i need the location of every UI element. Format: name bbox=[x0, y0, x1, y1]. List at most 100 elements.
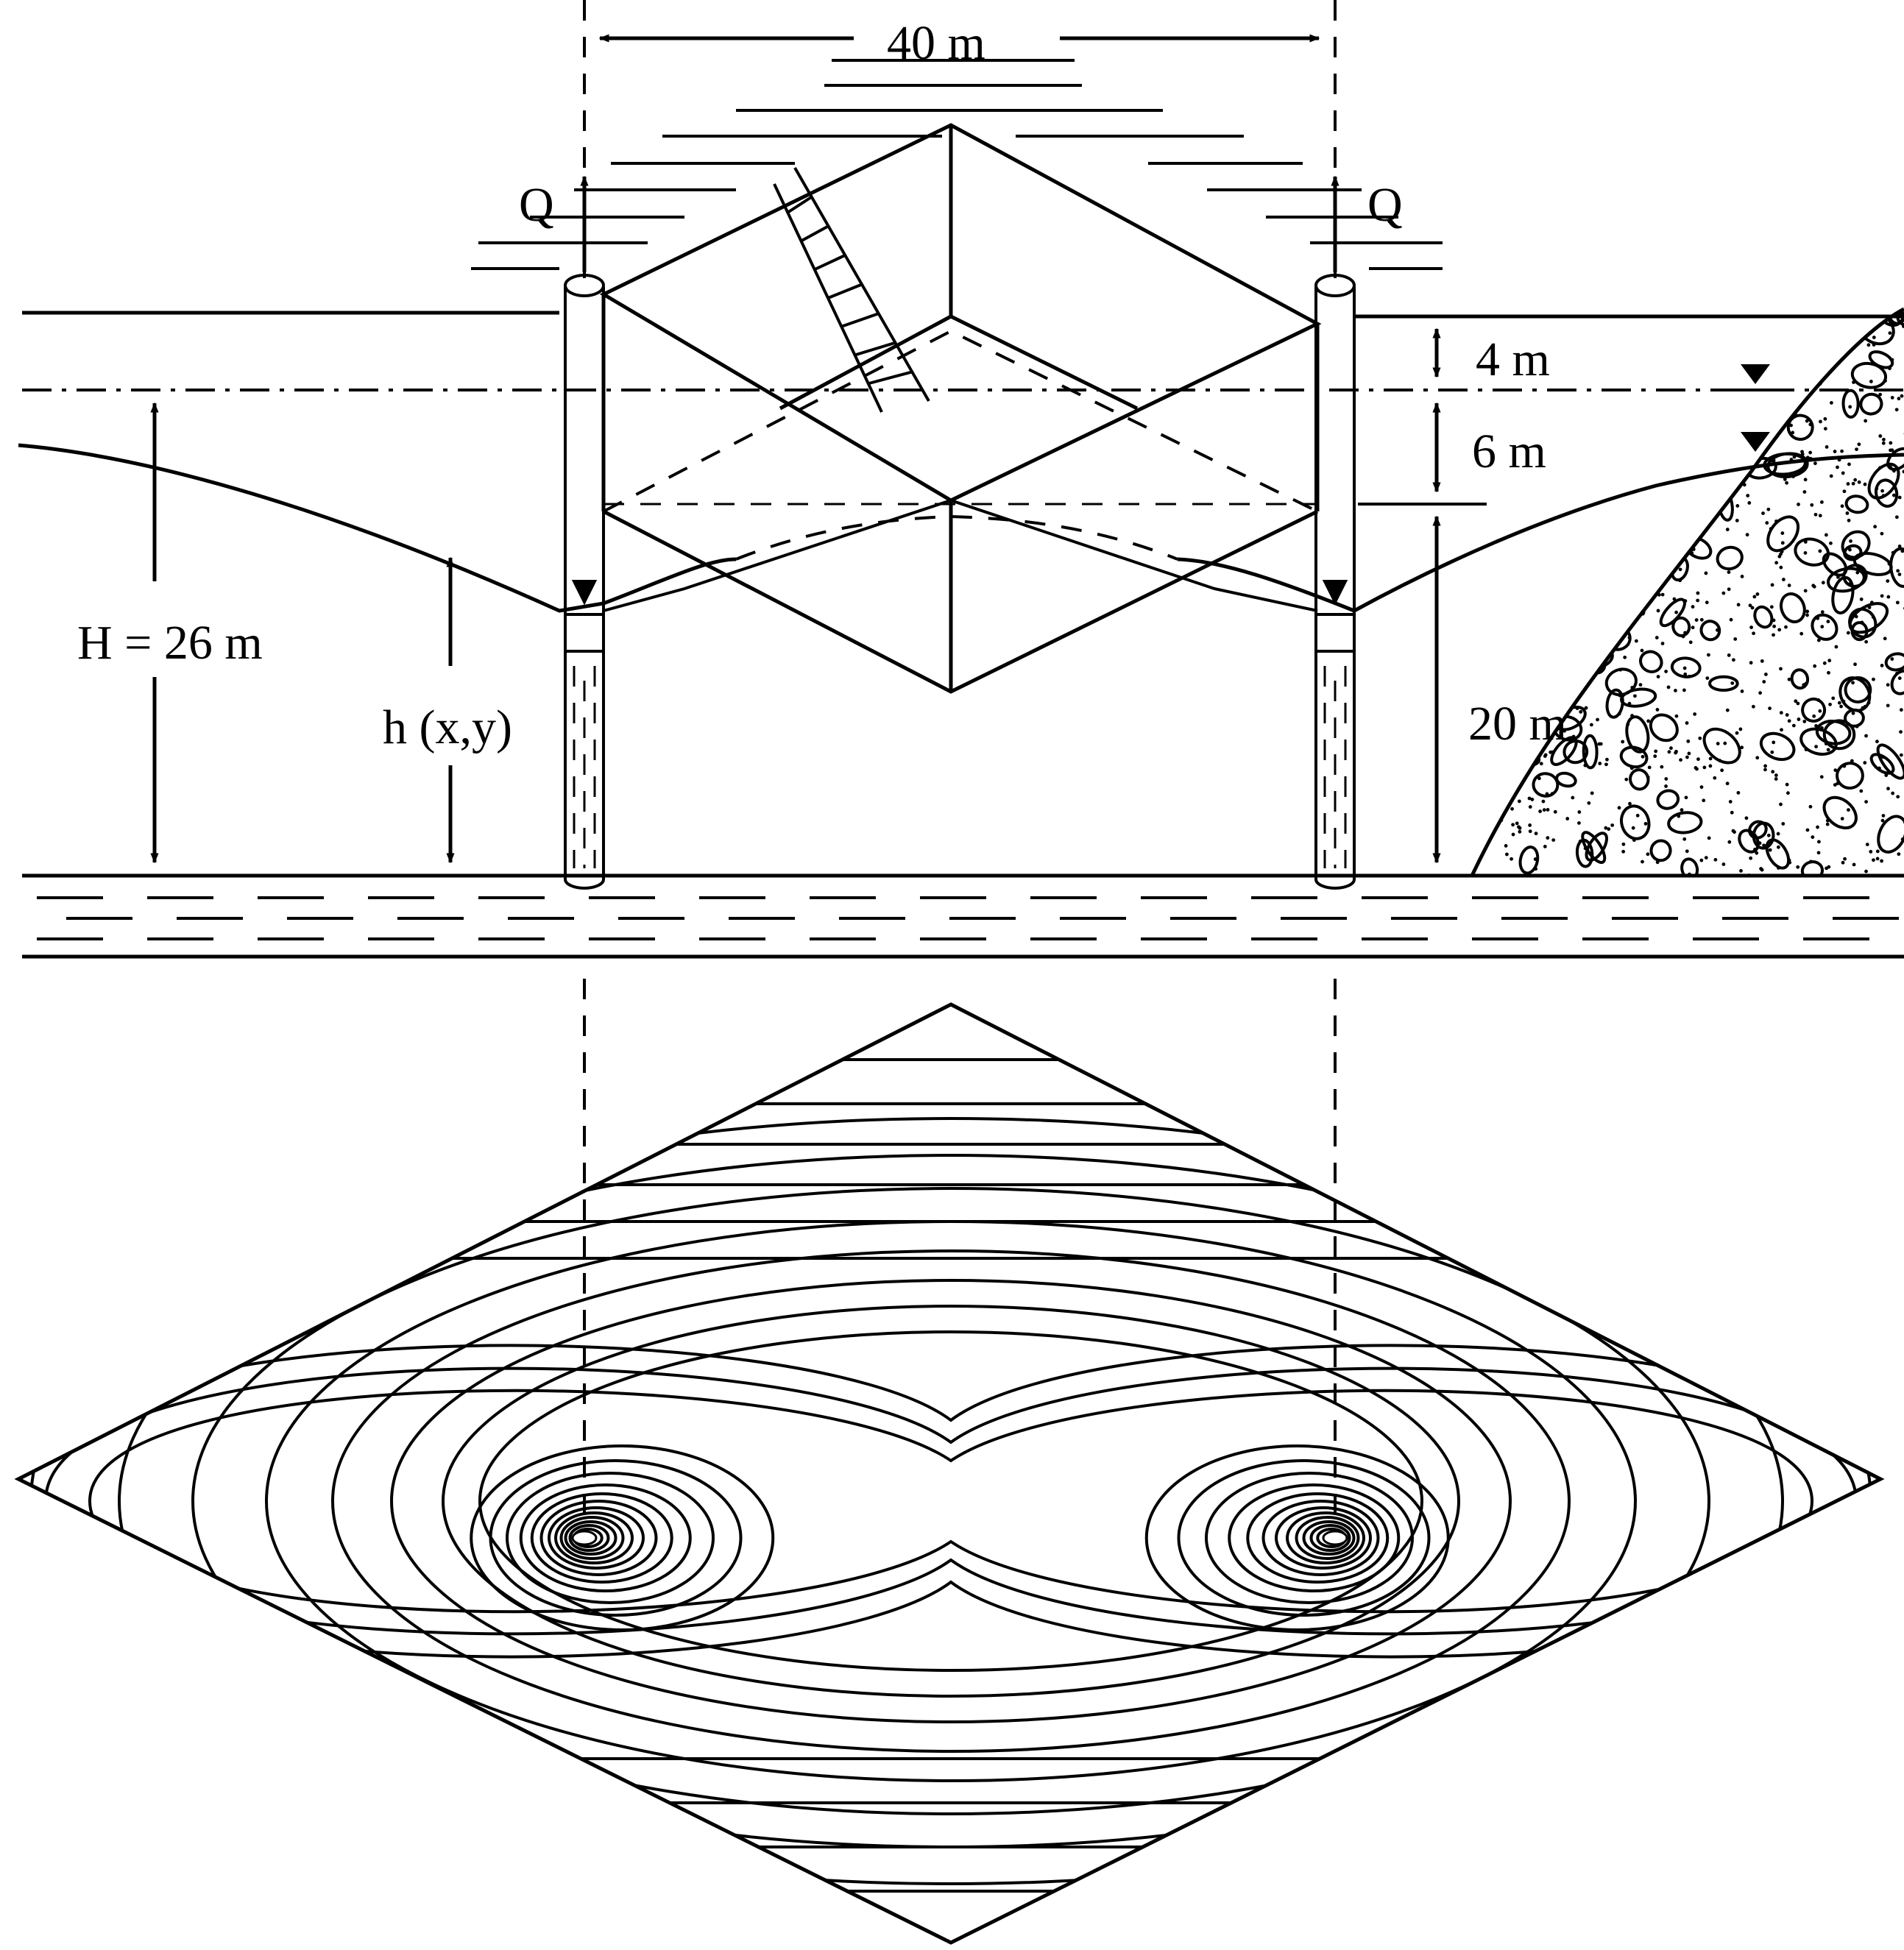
gravel-grain bbox=[1725, 708, 1730, 712]
gravel-grain bbox=[1529, 311, 1533, 314]
gravel-grain bbox=[1834, 645, 1838, 649]
gravel-grain bbox=[1513, 769, 1518, 773]
gravel-grain bbox=[1545, 792, 1549, 796]
gravel-grain bbox=[1724, 383, 1729, 388]
gravel-grain bbox=[1653, 754, 1657, 759]
gravel-grain bbox=[1476, 837, 1480, 842]
gravel-grain bbox=[1524, 400, 1529, 404]
gravel-grain bbox=[1795, 380, 1799, 384]
gravel-grain bbox=[1820, 625, 1825, 629]
depth-20m-label: 20 m bbox=[1468, 697, 1567, 751]
gravel-grain bbox=[1464, 780, 1468, 784]
gravel-grain bbox=[1878, 434, 1883, 438]
gravel-grain bbox=[1817, 840, 1821, 844]
gravel-grain bbox=[1677, 454, 1682, 458]
gravel-grain bbox=[1741, 391, 1746, 395]
gravel-grain bbox=[1819, 500, 1824, 504]
gravel-grain bbox=[1735, 445, 1739, 450]
gravel-grain bbox=[1655, 636, 1659, 639]
gravel-grain bbox=[1686, 739, 1691, 743]
gravel-grain bbox=[1646, 775, 1650, 779]
gravel-grain bbox=[1568, 564, 1573, 568]
ground-surface bbox=[22, 311, 1904, 319]
gravel-pebble bbox=[1790, 668, 1810, 690]
gravel-grain bbox=[1814, 724, 1818, 728]
gravel-grain bbox=[1799, 322, 1804, 326]
gravel-grain bbox=[1646, 852, 1650, 857]
gravel-grain bbox=[1646, 719, 1651, 723]
gravel-grain bbox=[1829, 400, 1833, 405]
gravel-grain bbox=[1547, 464, 1551, 469]
gravel-grain bbox=[1818, 709, 1822, 713]
gravel-grain bbox=[1589, 592, 1593, 596]
gravel-grain bbox=[1718, 759, 1722, 763]
gravel-grain bbox=[1704, 856, 1708, 860]
gravel-grain bbox=[1749, 661, 1753, 665]
gravel-grain bbox=[1678, 467, 1682, 472]
gravel-grain bbox=[1606, 598, 1610, 603]
gravel-grain bbox=[1468, 754, 1471, 758]
gravel-grain bbox=[1641, 859, 1644, 864]
gravel-grain bbox=[1565, 486, 1570, 490]
gravel-grain bbox=[1899, 753, 1903, 757]
gravel-grain bbox=[1598, 330, 1602, 335]
gravel-grain bbox=[1769, 428, 1774, 432]
gravel-grain bbox=[1744, 816, 1749, 820]
gravel-grain bbox=[1510, 806, 1514, 811]
gravel-grain bbox=[1702, 765, 1707, 770]
gravel-grain bbox=[1840, 449, 1844, 453]
gravel-grain bbox=[1617, 556, 1621, 560]
gravel-grain bbox=[1725, 528, 1730, 531]
gravel-grain bbox=[1546, 675, 1551, 678]
gravel-pebble bbox=[1668, 310, 1698, 341]
gravel-grain bbox=[1705, 375, 1709, 379]
gravel-grain bbox=[1533, 650, 1537, 653]
gravel-pebble bbox=[1896, 309, 1904, 327]
gravel-grain bbox=[1594, 466, 1599, 470]
gravel-grain bbox=[1547, 631, 1551, 635]
well-contour-ring bbox=[1302, 1520, 1356, 1556]
gravel-grain bbox=[1682, 666, 1687, 670]
gravel-pebble bbox=[1532, 772, 1560, 798]
gravel-grain bbox=[1805, 609, 1810, 614]
gravel-grain bbox=[1722, 346, 1727, 350]
gravel-grain bbox=[1808, 422, 1813, 427]
gravel-grain bbox=[1575, 706, 1579, 711]
gravel-grain bbox=[1689, 405, 1694, 410]
gravel-grain bbox=[1557, 326, 1561, 330]
gravel-pebble bbox=[1780, 369, 1806, 398]
gravel-grain bbox=[1760, 659, 1764, 663]
gravel-grain bbox=[1740, 689, 1744, 693]
gravel-grain bbox=[1678, 567, 1682, 572]
gravel-grain bbox=[1474, 580, 1479, 584]
gravel-grain bbox=[1714, 495, 1719, 499]
gravel-grain bbox=[1891, 791, 1895, 795]
gravel-grain bbox=[1766, 833, 1771, 837]
gravel-grain bbox=[1518, 829, 1522, 834]
width-dimension: 40 m bbox=[583, 0, 1337, 280]
gravel-grain bbox=[1721, 591, 1726, 595]
gravel-pebble bbox=[1779, 592, 1806, 624]
gravel-grain bbox=[1660, 592, 1665, 597]
gravel-grain bbox=[1778, 354, 1783, 358]
gravel-grain bbox=[1869, 849, 1873, 854]
gravel-grain bbox=[1803, 551, 1808, 555]
gravel-grain bbox=[1480, 416, 1484, 420]
gravel-grain bbox=[1772, 633, 1775, 637]
gravel-grain bbox=[1682, 460, 1686, 464]
gravel-grain bbox=[1631, 826, 1635, 830]
well-contour-ring bbox=[1144, 1444, 1450, 1631]
gravel-grain bbox=[1546, 836, 1550, 840]
gravel-grain bbox=[1802, 683, 1806, 687]
gravel-grain bbox=[1690, 551, 1694, 555]
gravel-grain bbox=[1800, 450, 1804, 454]
gravel-grain bbox=[1528, 829, 1532, 834]
gravel-grain bbox=[1859, 789, 1864, 793]
gravel-grain bbox=[1716, 742, 1720, 745]
gravel-grain bbox=[1833, 450, 1837, 453]
gravel-grain bbox=[1878, 392, 1883, 397]
gravel-grain bbox=[1682, 837, 1687, 841]
gravel-grain bbox=[1564, 311, 1568, 315]
gravel-grain bbox=[1666, 341, 1671, 345]
